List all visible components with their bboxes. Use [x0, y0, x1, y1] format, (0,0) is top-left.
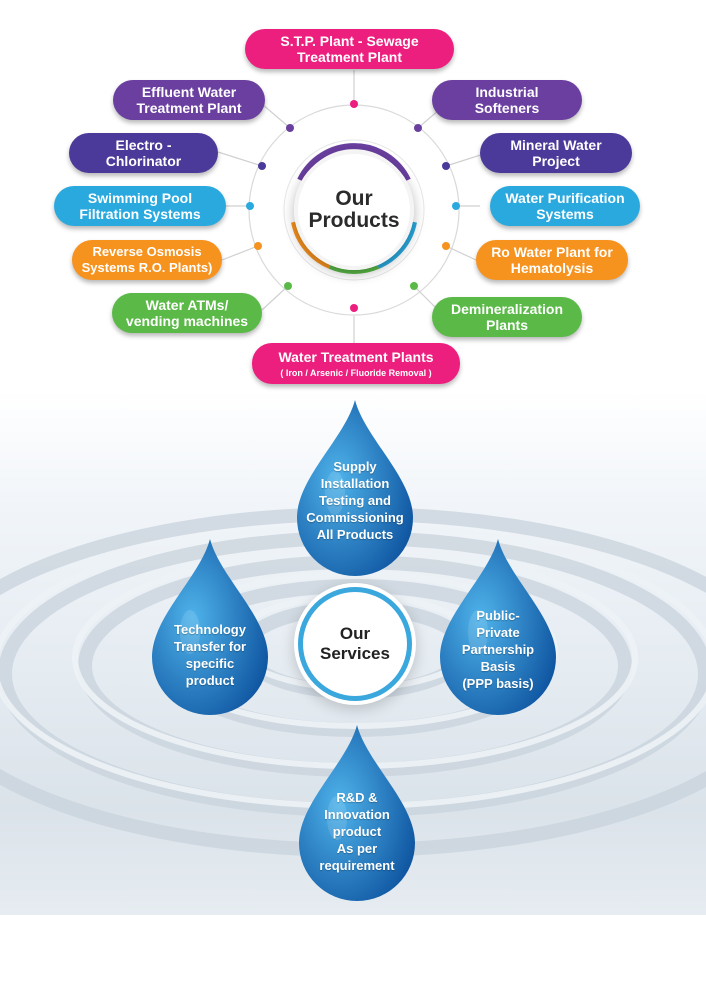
pill-line: Plants — [485, 317, 528, 333]
water-drop-icon — [297, 400, 413, 576]
pill-line: Project — [532, 153, 580, 169]
our-services-hub: Our Services — [303, 592, 407, 696]
pill-line: S.T.P. Plant - Sewage — [280, 33, 419, 49]
pill-line: Reverse Osmosis — [92, 244, 202, 259]
service-ppp-drop: Public- Private Partnership Basis (PPP b… — [438, 537, 558, 717]
pill-line: Systems — [536, 206, 594, 222]
pill-line: Systems R.O. Plants) — [81, 260, 213, 275]
pill-line: Softeners — [474, 100, 540, 116]
service-line: product — [332, 824, 382, 839]
product-purify-pill: Water Purification Systems — [490, 186, 640, 226]
water-drop-icon — [440, 539, 556, 715]
service-line: Technology — [174, 622, 246, 637]
service-text: Technology Transfer for specific product — [150, 621, 270, 689]
pill-line: Demineralization — [450, 301, 564, 317]
service-line: Installation — [320, 476, 390, 491]
service-rnd-drop: R&D & Innovation product As per requirem… — [297, 723, 417, 903]
product-effluent-pill: Effluent Water Treatment Plant — [113, 80, 265, 120]
service-line: R&D & — [336, 790, 378, 805]
pill-line: Chlorinator — [105, 153, 182, 169]
product-wtp-pill: Water Treatment Plants ( Iron / Arsenic … — [252, 343, 460, 384]
pill-line: Mineral Water — [510, 137, 602, 153]
pill-line: Treatment Plant — [296, 49, 403, 65]
pill-line: Water Purification — [505, 190, 625, 206]
service-line: product — [185, 673, 235, 688]
service-line: Testing and — [319, 493, 391, 508]
service-line: All Products — [316, 527, 394, 542]
service-line: As per — [336, 841, 378, 856]
service-line: Private — [476, 625, 520, 640]
water-drop-icon — [299, 725, 415, 901]
service-line: Partnership — [461, 642, 535, 657]
service-line: Innovation — [324, 807, 390, 822]
product-ro-pill: Reverse Osmosis Systems R.O. Plants) — [72, 240, 222, 280]
our-products-hub: Our Products — [294, 150, 414, 270]
pill-line: Effluent Water — [141, 84, 237, 100]
service-line: Transfer for — [173, 639, 247, 654]
pill-subline: ( Iron / Arsenic / Fluoride Removal ) — [280, 367, 432, 378]
service-line: Commissioning — [306, 510, 404, 525]
product-stp-pill: S.T.P. Plant - Sewage Treatment Plant — [245, 29, 454, 69]
service-line: (PPP basis) — [462, 676, 534, 691]
service-line: Basis — [480, 659, 516, 674]
product-pool-pill: Swimming Pool Filtration Systems — [54, 186, 226, 226]
service-tech-drop: Technology Transfer for specific product — [150, 537, 270, 717]
hub-title-line: Services — [320, 644, 390, 663]
service-line: Public- — [476, 608, 520, 623]
product-mineral-pill: Mineral Water Project — [480, 133, 632, 173]
pill-line: Treatment Plant — [136, 100, 242, 116]
pill-line: Swimming Pool — [87, 190, 193, 206]
service-line: requirement — [319, 858, 395, 873]
product-industrial-pill: Industrial Softeners — [432, 80, 582, 120]
water-drop-icon — [152, 539, 268, 715]
pill-line: Electro - — [115, 137, 172, 153]
service-text: R&D & Innovation product As per requirem… — [297, 789, 417, 874]
pill-line: Filtration Systems — [79, 206, 201, 222]
service-supply-drop: Supply Installation Testing and Commissi… — [295, 398, 415, 578]
service-line: Supply — [333, 459, 377, 474]
hub-title-line: Our — [339, 624, 371, 643]
product-demin-pill: Demineralization Plants — [432, 297, 582, 337]
product-atm-pill: Water ATMs/ vending machines — [112, 293, 262, 333]
pill-line: Industrial — [475, 84, 539, 100]
pill-line: vending machines — [125, 313, 249, 329]
product-hema-pill: Ro Water Plant for Hematolysis — [476, 240, 628, 280]
product-electro-pill: Electro - Chlorinator — [69, 133, 218, 173]
service-text: Public- Private Partnership Basis (PPP b… — [438, 607, 558, 692]
hub-title-line: Products — [308, 209, 400, 232]
product-connectors — [217, 70, 491, 346]
pill-line: Water ATMs/ — [145, 297, 229, 313]
service-text: Supply Installation Testing and Commissi… — [295, 458, 415, 543]
pill-line: Ro Water Plant for — [491, 244, 613, 260]
pill-line: Hematolysis — [510, 260, 594, 276]
hub-title-line: Our — [335, 187, 373, 210]
pill-line: Water Treatment Plants — [278, 348, 434, 365]
service-line: specific — [185, 656, 235, 671]
